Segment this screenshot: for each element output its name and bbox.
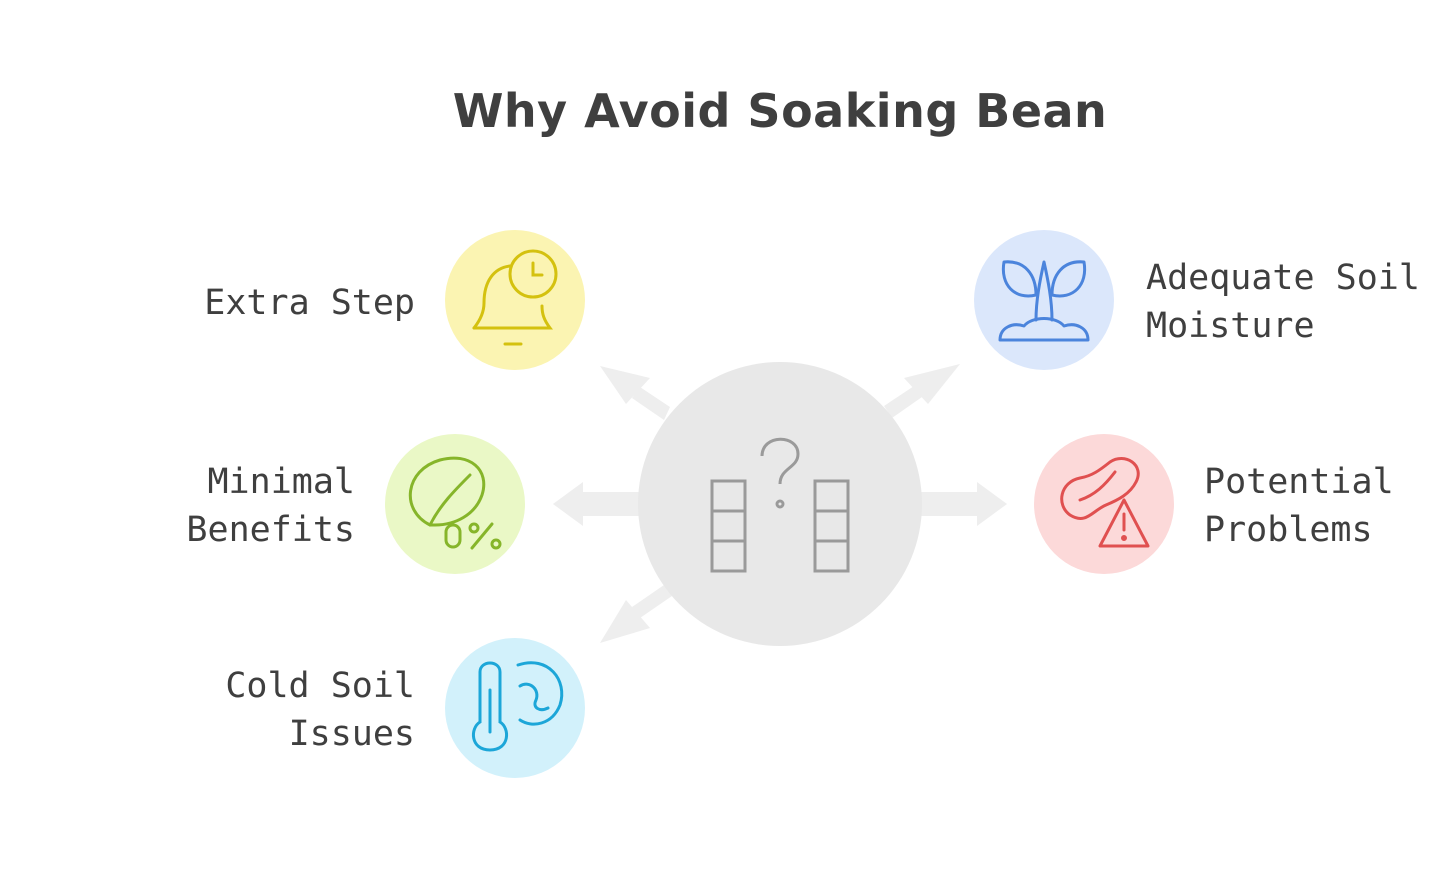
label-line: Problems <box>1204 510 1373 550</box>
arrow-to-adequate-moisture <box>884 364 960 418</box>
sprout-soil-icon <box>998 260 1090 342</box>
bean-warning-icon <box>1060 457 1150 548</box>
label-line: Adequate Soil <box>1146 258 1420 298</box>
arrow-to-potential-problems <box>915 482 1007 526</box>
bell-clock-icon <box>472 249 558 346</box>
node-extra-step <box>445 230 585 370</box>
node-cold-soil <box>445 638 585 778</box>
node-minimal-benefits <box>385 434 525 574</box>
thermometer-globe-icon <box>471 661 564 752</box>
label-line: Issues <box>288 714 415 754</box>
diagram-title: Why Avoid Soaking Bean <box>452 84 1108 138</box>
label-cold-soil: Cold Soil Issues <box>225 662 415 758</box>
label-adequate-moisture: Adequate Soil Moisture <box>1146 254 1420 350</box>
label-line: Moisture <box>1146 306 1315 346</box>
label-extra-step: Extra Step <box>204 279 415 327</box>
hub-arrows <box>553 364 1007 643</box>
label-potential-problems: Potential Problems <box>1204 458 1394 554</box>
label-line: Benefits <box>186 510 355 550</box>
label-line: Cold Soil <box>225 666 415 706</box>
center-hub <box>638 362 922 646</box>
bar-comparison-question-icon <box>710 437 850 573</box>
arrow-to-extra-step <box>600 366 670 420</box>
label-line: Potential <box>1204 462 1394 502</box>
node-potential-problems <box>1034 434 1174 574</box>
label-minimal-benefits: Minimal Benefits <box>186 458 355 554</box>
label-line: Extra Step <box>204 283 415 323</box>
node-adequate-moisture <box>974 230 1114 370</box>
leaf-zero-percent-icon <box>408 456 502 550</box>
label-line: Minimal <box>207 462 355 502</box>
arrow-to-cold-soil <box>600 585 672 643</box>
arrow-to-minimal-benefits <box>553 482 643 526</box>
